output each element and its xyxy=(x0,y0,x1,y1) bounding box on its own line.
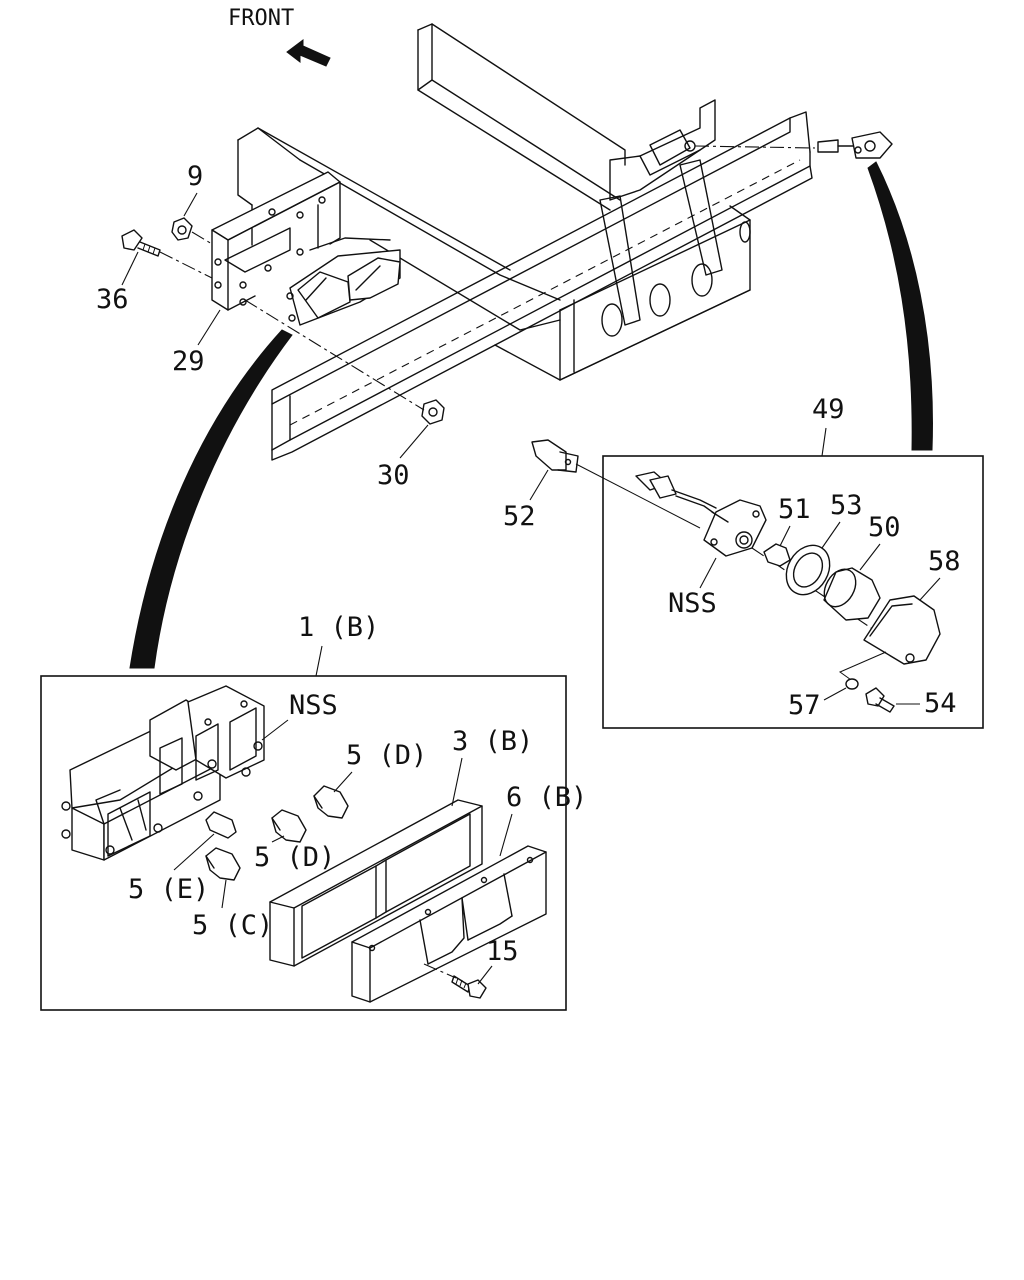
callout-15: 15 xyxy=(486,936,519,967)
rear-lamp-bracket xyxy=(211,171,341,311)
gasket-3b-icon xyxy=(269,799,483,967)
pointer-to-license-lamp xyxy=(867,161,933,451)
callout-5e: 5 (E) xyxy=(128,874,209,905)
callout-6b: 6 (B) xyxy=(506,782,587,813)
callout-nss-combination: NSS xyxy=(289,690,338,721)
bulb-5c-icon xyxy=(205,847,241,881)
license-lamp-assembly-box xyxy=(602,455,984,729)
screw-15-icon xyxy=(451,975,487,999)
callout-49: 49 xyxy=(812,394,845,425)
front-arrow-icon xyxy=(286,39,331,67)
callout-36: 36 xyxy=(96,284,129,315)
callout-53: 53 xyxy=(830,490,863,521)
callout-50: 50 xyxy=(868,512,901,543)
bulb-51-icon xyxy=(763,543,791,567)
bolt-36-icon xyxy=(121,229,161,257)
lamp-cover-58-icon xyxy=(863,595,941,665)
screw-54-icon xyxy=(865,687,895,713)
front-label: FRONT xyxy=(228,6,294,31)
license-lamp-harness xyxy=(635,471,719,517)
washer-57-icon xyxy=(845,678,859,690)
nut-9-icon xyxy=(171,217,193,241)
callout-1b: 1 (B) xyxy=(298,612,379,643)
callout-5c: 5 (C) xyxy=(192,910,273,941)
callout-57: 57 xyxy=(788,690,821,721)
grommet-52-icon xyxy=(531,439,579,473)
callout-9: 9 xyxy=(187,161,203,192)
chassis-frame xyxy=(237,23,813,461)
lens-6b-icon xyxy=(351,845,547,1003)
combination-lamp-box xyxy=(40,675,567,1011)
lens-50-icon xyxy=(823,567,881,621)
nut-30-icon xyxy=(421,399,445,425)
license-lamp-base xyxy=(703,499,767,557)
bulb-5d-upper-icon xyxy=(313,785,349,819)
rear-combination-lamp-mounted xyxy=(286,237,401,326)
gasket-53-icon xyxy=(785,544,831,596)
callout-nss-lamp: NSS xyxy=(668,588,717,619)
callout-29: 29 xyxy=(172,346,205,377)
combination-lamp-housing xyxy=(61,685,265,861)
callout-58: 58 xyxy=(928,546,961,577)
callout-52: 52 xyxy=(503,501,536,532)
pointer-to-combination-lamp xyxy=(129,329,293,669)
callout-51: 51 xyxy=(778,494,811,525)
callout-5d-upper: 5 (D) xyxy=(346,740,427,771)
lamp-mount-plate xyxy=(684,140,816,152)
callout-30: 30 xyxy=(377,460,410,491)
callout-3b: 3 (B) xyxy=(452,726,533,757)
callout-54: 54 xyxy=(924,688,957,719)
bulb-5e-icon xyxy=(205,811,237,839)
license-lamp-connector xyxy=(817,131,893,159)
callout-5d-lower: 5 (D) xyxy=(254,842,335,873)
bulb-5d-lower-icon xyxy=(271,809,307,843)
